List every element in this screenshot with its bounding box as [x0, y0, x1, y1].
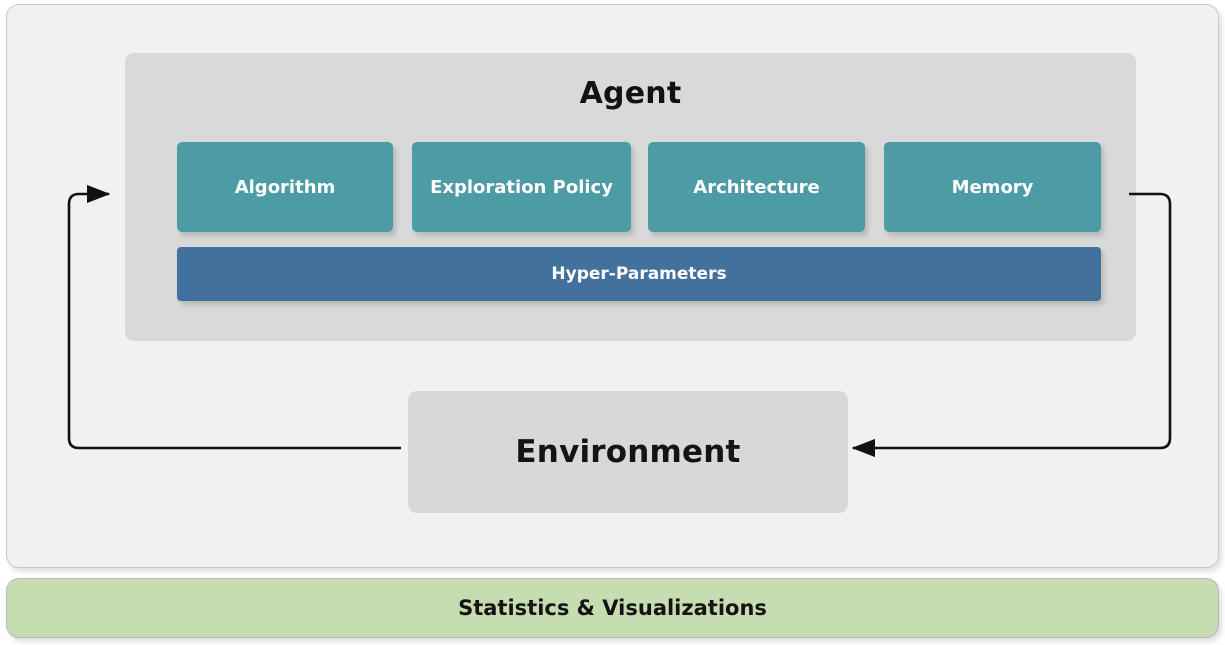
agent-component-exploration-policy[interactable]: Exploration Policy [412, 142, 631, 232]
statistics-visualizations-label: Statistics & Visualizations [458, 596, 767, 620]
environment-label: Environment [515, 434, 741, 470]
agent-component-label: Architecture [693, 176, 820, 198]
agent-component-algorithm[interactable]: Algorithm [177, 142, 393, 232]
hyper-parameters-label: Hyper-Parameters [551, 264, 727, 284]
agent-panel[interactable]: Agent Algorithm Exploration Policy Archi… [125, 53, 1136, 341]
agent-component-architecture[interactable]: Architecture [648, 142, 865, 232]
agent-component-label: Memory [951, 176, 1034, 198]
agent-component-label: Algorithm [234, 176, 336, 198]
statistics-visualizations-bar[interactable]: Statistics & Visualizations [6, 578, 1219, 638]
rl-loop-panel: Agent Algorithm Exploration Policy Archi… [6, 4, 1219, 568]
hyper-parameters-bar[interactable]: Hyper-Parameters [177, 247, 1101, 301]
agent-title: Agent [579, 76, 682, 111]
agent-component-label: Exploration Policy [430, 176, 613, 198]
environment-panel[interactable]: Environment [408, 391, 848, 513]
agent-component-memory[interactable]: Memory [884, 142, 1101, 232]
